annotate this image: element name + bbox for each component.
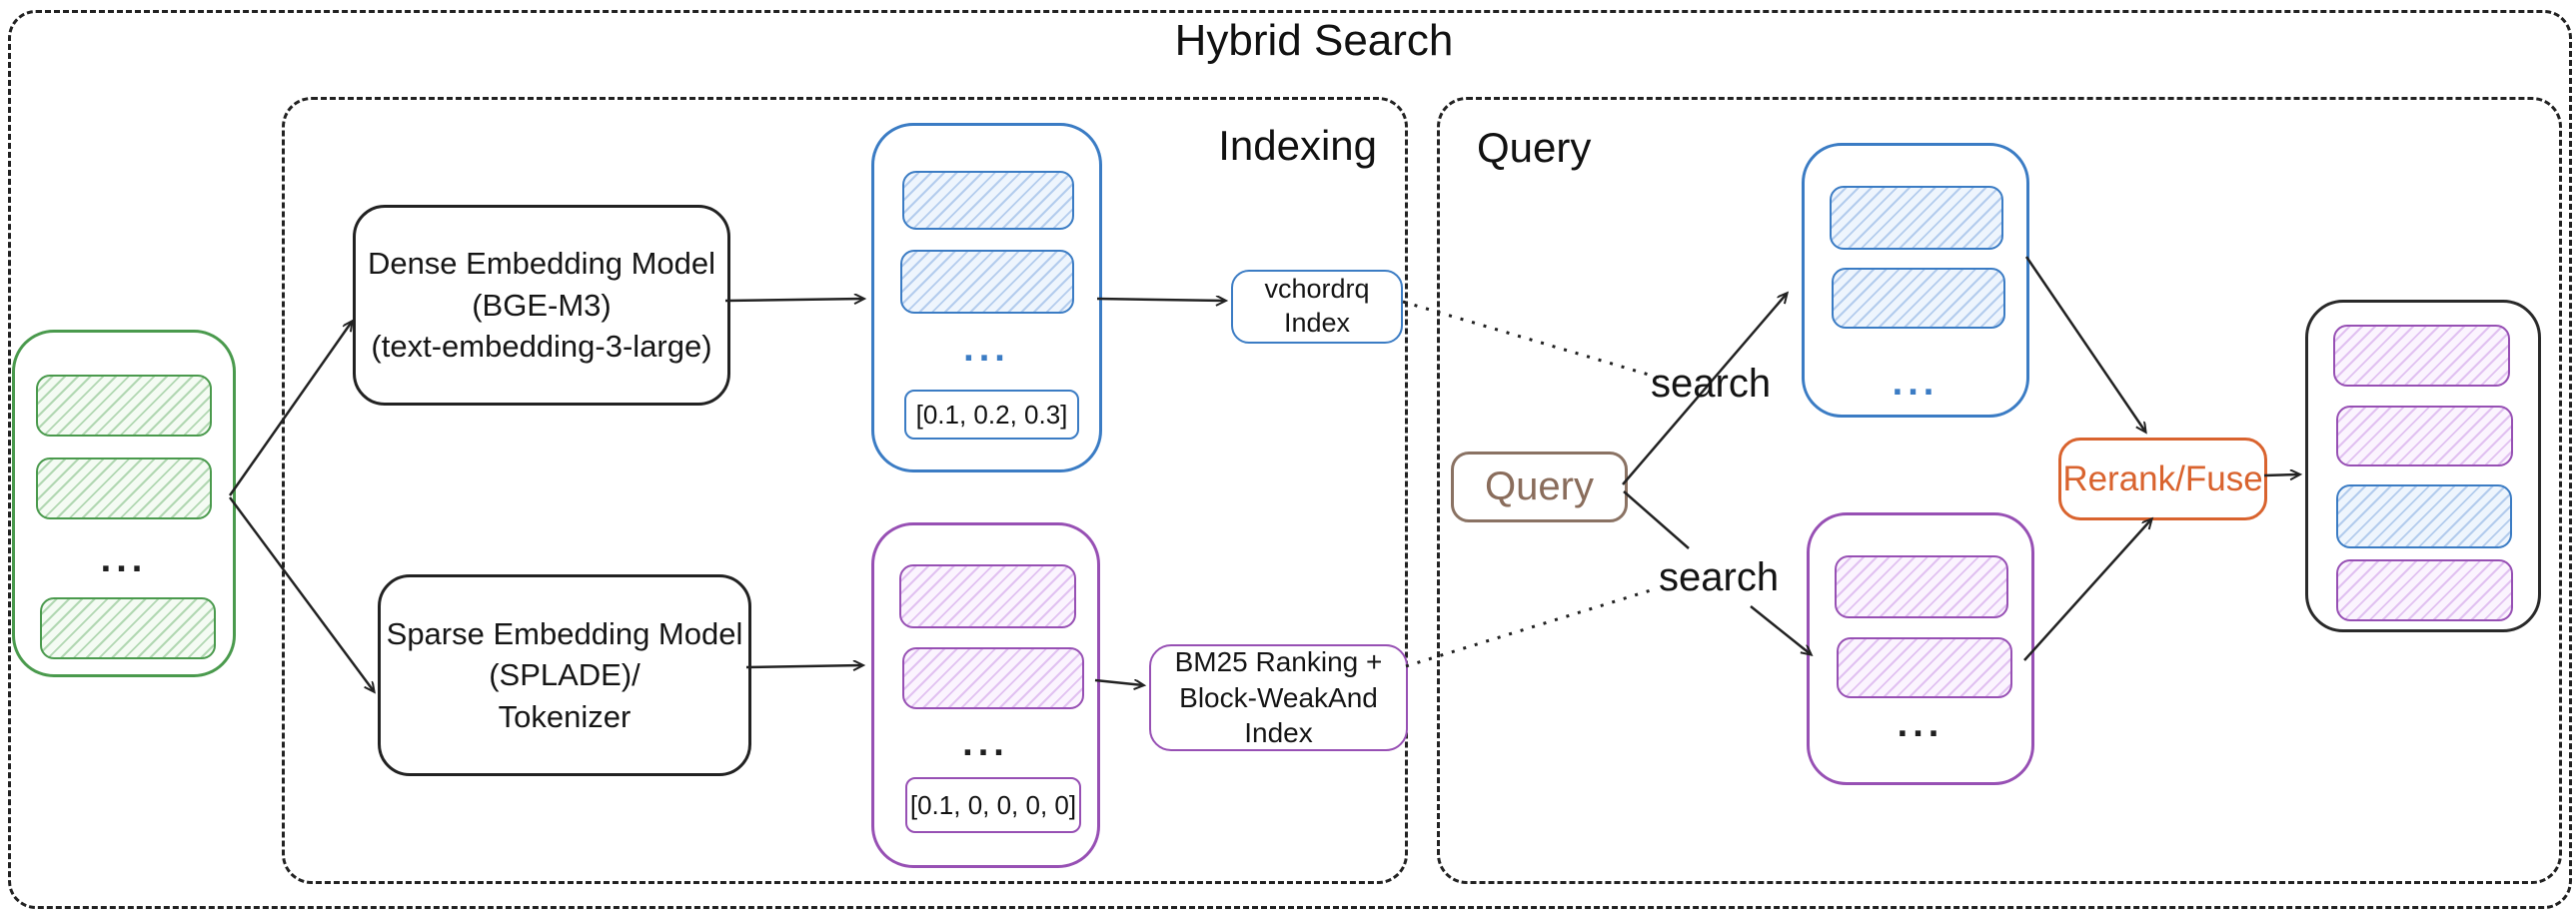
source-documents-box: ...: [12, 330, 236, 677]
result-rect-sparse: [2336, 559, 2513, 621]
query-dense-rect: [1832, 268, 2005, 329]
result-rect-dense: [2336, 484, 2512, 548]
sparse-vector-store: ... [0.1, 0, 0, 0, 0]: [871, 522, 1100, 868]
documents-ellipsis: ...: [100, 538, 148, 580]
query-sparse-rect: [1837, 637, 2012, 698]
sparse-index-line2: Block-WeakAnd Index: [1179, 681, 1378, 749]
result-rect-sparse: [2336, 406, 2513, 466]
dense-model-line3: (text-embedding-3-large): [371, 329, 712, 365]
query-sparse-ellipsis: ...: [1897, 703, 1944, 745]
sparse-vector-rect: [899, 564, 1076, 628]
dense-index-line1: vchordrq: [1264, 274, 1370, 305]
query-input-node: Query: [1451, 452, 1628, 522]
dense-vector-rect: [900, 250, 1074, 314]
dense-embedding-model-node: Dense Embedding Model (BGE-M3) (text-emb…: [353, 205, 730, 406]
query-section-label: Query: [1477, 124, 1592, 171]
sparse-model-line1: Sparse Embedding Model: [386, 615, 743, 651]
query-sparse-store: ...: [1807, 512, 2034, 785]
hybrid-search-container: [8, 10, 2572, 909]
sparse-store-ellipsis: ...: [962, 722, 1009, 764]
dense-index-line2: Index: [1283, 308, 1351, 338]
document-chunk: [36, 375, 212, 437]
result-rect-sparse: [2333, 325, 2510, 387]
bm25-index-node: BM25 Ranking + Block-WeakAnd Index: [1149, 644, 1408, 751]
query-dense-ellipsis: ...: [1892, 362, 1939, 404]
sparse-vector-rect: [902, 647, 1084, 709]
sparse-vector-sample: [0.1, 0, 0, 0, 0]: [905, 777, 1081, 833]
fused-results-box: [2305, 300, 2541, 632]
search-label-dense: search: [1651, 362, 1772, 406]
sparse-model-line3: Tokenizer: [498, 698, 632, 734]
rerank-fuse-label: Rerank/Fuse: [2062, 459, 2263, 498]
query-node-label: Query: [1485, 464, 1594, 508]
sparse-model-line2: (SPLADE)/: [489, 657, 641, 693]
query-dense-rect: [1830, 186, 2003, 250]
search-label-sparse: search: [1659, 555, 1780, 599]
diagram-title: Hybrid Search: [1174, 16, 1454, 65]
dense-vector-sample: [0.1, 0.2, 0.3]: [904, 390, 1079, 440]
query-sparse-rect: [1835, 555, 2008, 618]
document-chunk: [36, 458, 212, 519]
indexing-section-label: Indexing: [1218, 122, 1377, 169]
dense-model-line1: Dense Embedding Model: [367, 246, 716, 282]
dense-model-line2: (BGE-M3): [472, 287, 612, 323]
dense-vector-rect: [902, 171, 1074, 230]
vchordrq-index-node: vchordrq Index: [1231, 270, 1403, 344]
sparse-embedding-model-node: Sparse Embedding Model (SPLADE)/ Tokeniz…: [378, 574, 751, 776]
dense-vector-store: ... [0.1, 0.2, 0.3]: [871, 123, 1102, 472]
query-dense-store: ...: [1802, 143, 2029, 418]
query-section: [1437, 97, 2562, 884]
dense-store-ellipsis: ...: [963, 328, 1010, 370]
sparse-index-line1: BM25 Ranking +: [1174, 645, 1383, 677]
rerank-fuse-node: Rerank/Fuse: [2058, 438, 2267, 520]
document-chunk: [40, 597, 216, 659]
